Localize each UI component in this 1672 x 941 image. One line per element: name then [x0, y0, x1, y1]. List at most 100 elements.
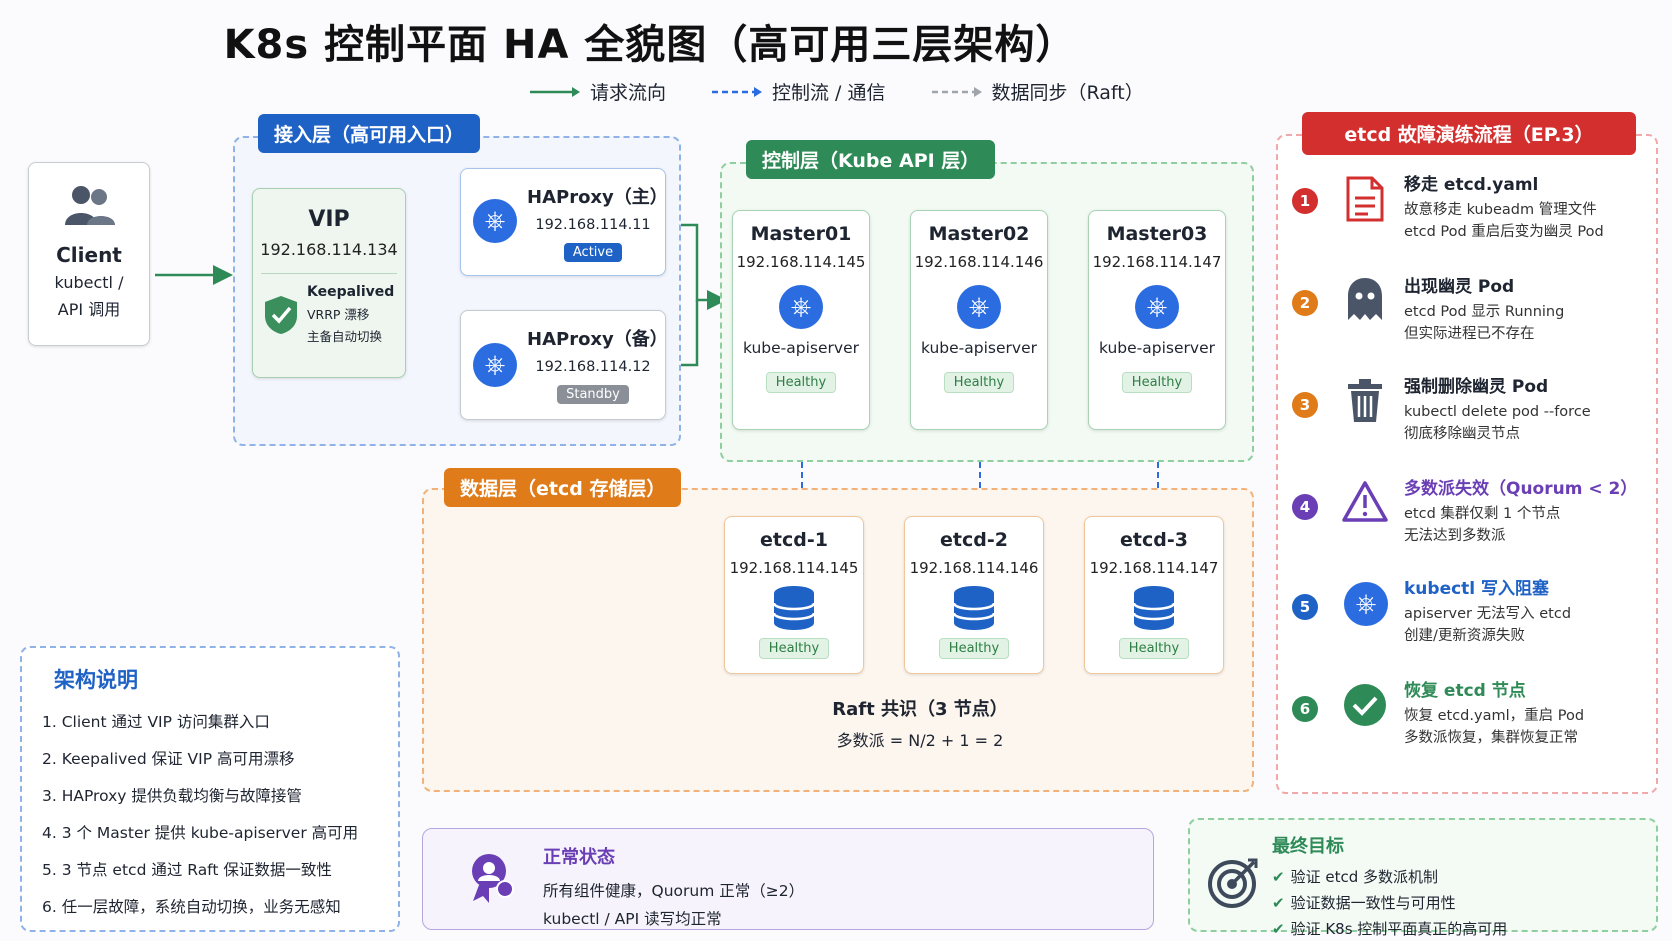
normal-state-line2: kubectl / API 读写均正常: [543, 910, 722, 928]
access-layer-tag: 接入层（高可用入口）: [258, 114, 481, 153]
step-line: 但实际进程已不存在: [1404, 326, 1535, 342]
step-number: 3: [1292, 392, 1318, 418]
step-title: 多数派失效（Quorum < 2）: [1404, 479, 1638, 499]
etcd-card: etcd-3 192.168.114.147 Healthy: [1084, 516, 1224, 674]
step-line: 创建/更新资源失败: [1404, 628, 1525, 644]
target-icon: [1208, 858, 1258, 908]
kubernetes-icon: ⎈: [1344, 582, 1388, 626]
notes-item: 3. HAProxy 提供负载均衡与故障接管: [42, 787, 302, 805]
step-line: 彻底移除幽灵节点: [1404, 426, 1520, 442]
haproxy-backup-title: HAProxy（备）: [527, 329, 668, 350]
step-line: 无法达到多数派: [1404, 528, 1506, 544]
goal-item: ✔验证 K8s 控制平面真正的高可用: [1272, 918, 1507, 939]
kubernetes-icon: ⎈: [957, 285, 1001, 329]
step-line: apiserver 无法写入 etcd: [1404, 606, 1572, 622]
legend-label: 控制流 / 通信: [772, 82, 886, 104]
etcd-name: etcd-1: [760, 529, 828, 551]
check-icon: ✔: [1272, 867, 1285, 886]
step-number: 2: [1292, 290, 1318, 316]
kubernetes-icon: ⎈: [473, 199, 517, 243]
haproxy-main-title: HAProxy（主）: [527, 187, 668, 208]
vip-ip: 192.168.114.134: [260, 240, 398, 259]
check-icon: ✔: [1272, 893, 1285, 912]
haproxy-backup-card: ⎈ HAProxy（备） 192.168.114.12 Standby: [460, 310, 668, 420]
notes-title: 架构说明: [54, 668, 138, 692]
notes-item: 6. 任一层故障，系统自动切换，业务无感知: [42, 898, 341, 916]
file-icon: [1346, 176, 1384, 222]
kubernetes-icon: ⎈: [1135, 285, 1179, 329]
shield-check-icon: [265, 295, 297, 334]
legend-label: 数据同步（Raft）: [991, 82, 1144, 104]
client-line2: API 调用: [57, 300, 121, 319]
step-line: 故意移走 kubeadm 管理文件: [1404, 202, 1597, 218]
client-line1: kubectl /: [54, 273, 124, 292]
step-line: 恢复 etcd.yaml，重启 Pod: [1404, 708, 1585, 724]
step-line: etcd 集群仅剩 1 个节点: [1404, 506, 1561, 522]
raft-formula: 多数派 = N/2 + 1 = 2: [836, 731, 1004, 750]
dashed-arrow-icon: [931, 86, 982, 97]
database-icon: [1132, 586, 1176, 630]
notes-item: 2. Keepalived 保证 VIP 高可用漂移: [42, 750, 295, 768]
master-component: kube-apiserver: [1098, 339, 1215, 357]
client-card: Client kubectl / API 调用: [28, 162, 150, 346]
step-line: etcd Pod 重启后变为幽灵 Pod: [1404, 224, 1604, 240]
check-icon: ✔: [1272, 919, 1285, 938]
master-name: Master01: [750, 223, 852, 245]
page-title: K8s 控制平面 HA 全貌图（高可用三层架构）: [223, 22, 1077, 68]
status-badge-standby: Standby: [557, 385, 629, 404]
notes-item: 1. Client 通过 VIP 访问集群入口: [42, 713, 270, 731]
etcd-ip: 192.168.114.145: [729, 559, 859, 577]
status-badge-healthy: Healthy: [1121, 372, 1193, 393]
step-title: 强制删除幽灵 Pod: [1404, 377, 1549, 397]
step-number: 6: [1292, 696, 1318, 722]
warning-icon: [1342, 481, 1388, 522]
normal-state-panel: 正常状态 所有组件健康，Quorum 正常（≥2） kubectl / API …: [422, 828, 1154, 930]
goal-item-label: 验证 etcd 多数派机制: [1290, 868, 1438, 886]
etcd-ip: 192.168.114.146: [909, 559, 1039, 577]
vip-title: VIP: [308, 207, 350, 232]
goal-item-label: 验证数据一致性与可用性: [1290, 894, 1456, 912]
kubernetes-icon: ⎈: [473, 343, 517, 387]
vip-card: VIP 192.168.114.134 Keepalived VRRP 漂移 主…: [252, 188, 406, 378]
users-icon: [65, 186, 115, 225]
final-goal-title: 最终目标: [1272, 836, 1344, 857]
master-card: Master03 192.168.114.147 ⎈ kube-apiserve…: [1088, 210, 1226, 430]
notes-item: 5. 3 节点 etcd 通过 Raft 保证数据一致性: [42, 861, 332, 879]
step-title: 恢复 etcd 节点: [1404, 681, 1526, 701]
master-card: Master01 192.168.114.145 ⎈ kube-apiserve…: [732, 210, 870, 430]
haproxy-backup-ip: 192.168.114.12: [535, 359, 651, 375]
etcd-name: etcd-3: [1120, 529, 1188, 551]
step-line: kubectl delete pod --force: [1404, 404, 1591, 420]
status-badge-healthy: Healthy: [943, 372, 1015, 393]
normal-state-line1: 所有组件健康，Quorum 正常（≥2）: [543, 882, 805, 900]
status-badge-active: Active: [563, 243, 623, 262]
check-circle-icon: [1344, 684, 1386, 726]
master-component: kube-apiserver: [920, 339, 1037, 357]
raft-title: Raft 共识（3 节点）: [832, 699, 1008, 720]
etcd-name: etcd-2: [940, 529, 1008, 551]
master-ip: 192.168.114.145: [736, 253, 866, 271]
notes-item: 4. 3 个 Master 提供 kube-apiserver 高可用: [42, 824, 359, 842]
kubernetes-icon: ⎈: [779, 285, 823, 329]
drill-tag: etcd 故障演练流程（EP.3）: [1302, 112, 1636, 155]
master-name: Master02: [928, 223, 1030, 245]
goal-item: ✔ 验证数据一致性与可用性: [1272, 892, 1507, 913]
step-line: etcd Pod 显示 Running: [1404, 304, 1565, 320]
step-title: 移走 etcd.yaml: [1404, 175, 1539, 195]
status-badge-healthy: Healthy: [1118, 638, 1190, 659]
step-title: 出现幽灵 Pod: [1404, 277, 1515, 297]
legend-item-request: 请求流向: [530, 78, 666, 105]
notes-panel: 架构说明 1. Client 通过 VIP 访问集群入口 2. Keepaliv…: [20, 646, 400, 932]
dashed-arrow-icon: [712, 86, 763, 97]
haproxy-main-card: ⎈ HAProxy（主） 192.168.114.11 Active: [460, 168, 668, 276]
master-ip: 192.168.114.146: [914, 253, 1044, 271]
drill-panel: [1276, 134, 1658, 794]
master-component: kube-apiserver: [742, 339, 859, 357]
keepalived-line2: 主备自动切换: [307, 329, 383, 344]
master-name: Master03: [1106, 223, 1208, 245]
step-number: 1: [1292, 188, 1318, 214]
control-layer-tag: 控制层（Kube API 层）: [746, 140, 996, 179]
status-badge-healthy: Healthy: [765, 372, 837, 393]
legend: 请求流向 控制流 / 通信 数据同步（Raft）: [530, 78, 1144, 105]
etcd-card: etcd-1 192.168.114.145 Healthy: [724, 516, 864, 674]
